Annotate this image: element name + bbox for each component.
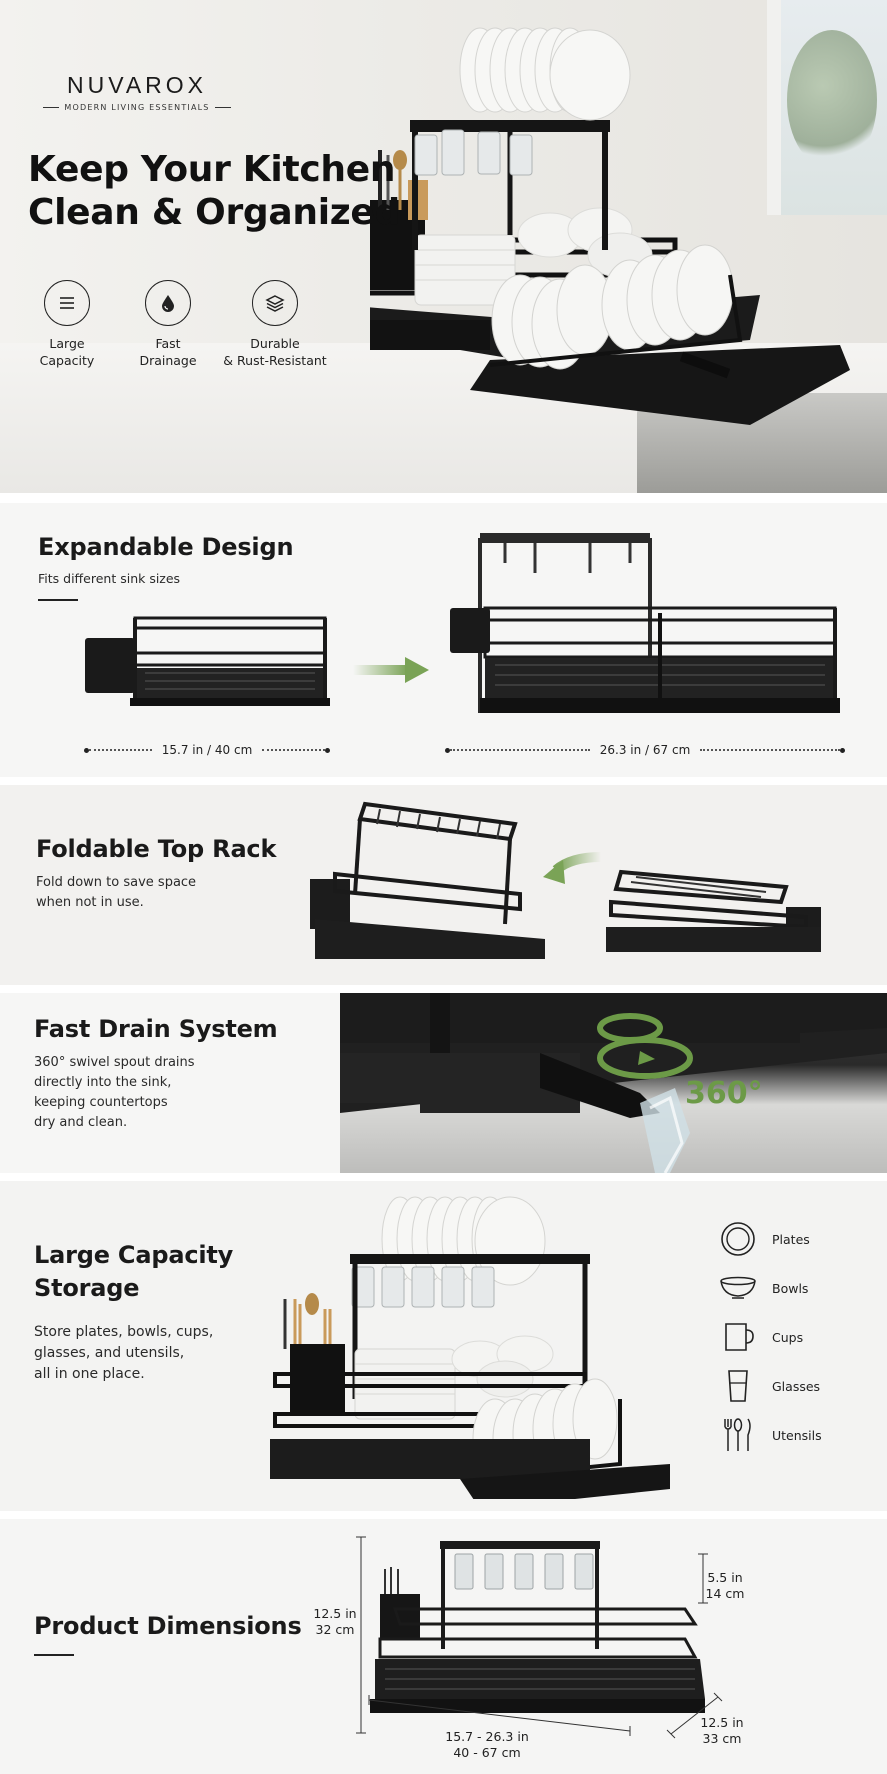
window bbox=[767, 0, 887, 215]
foldable-description-line2: when not in use. bbox=[36, 895, 144, 910]
foldable-section: Foldable Top Rack Fold down to save spac… bbox=[0, 785, 887, 985]
capacity-item-utensils: Utensils bbox=[718, 1416, 822, 1454]
drain-description: 360° swivel spout drains directly into t… bbox=[34, 1053, 195, 1133]
brand-tagline-text: MODERN LIVING ESSENTIALS bbox=[64, 103, 210, 112]
height-in: 12.5 in bbox=[313, 1606, 357, 1621]
width-in: 15.7 - 26.3 in bbox=[445, 1729, 529, 1744]
cup-icon bbox=[718, 1318, 758, 1356]
expanded-width-label: 26.3 in / 67 cm bbox=[599, 743, 691, 757]
drain-description-line1: 360° swivel spout drains bbox=[34, 1055, 195, 1070]
utensils-icon bbox=[718, 1416, 758, 1454]
dimensions-rack-image bbox=[370, 1541, 705, 1713]
hero-title: Keep Your Kitchen Clean & Organized bbox=[28, 148, 408, 234]
compact-width-dimension: 15.7 in / 40 cm bbox=[84, 743, 331, 757]
capacity-title-line1: Large Capacity bbox=[34, 1241, 234, 1269]
drain-spout-image: 360° bbox=[340, 993, 887, 1173]
expandable-title: Expandable Design bbox=[38, 533, 294, 561]
height-cm: 32 cm bbox=[315, 1622, 355, 1637]
dimensions-section: Product Dimensions 12.5 in 32 cm 5.5 in … bbox=[0, 1519, 887, 1774]
capacity-item-label: Cups bbox=[772, 1329, 804, 1345]
glass-icon bbox=[718, 1367, 758, 1405]
expand-arrow-icon bbox=[353, 657, 429, 683]
feature-label-line1: Large bbox=[49, 336, 85, 351]
capacity-title: Large Capacity Storage bbox=[34, 1239, 233, 1305]
top-height-cm: 14 cm bbox=[705, 1586, 745, 1601]
top-height-in: 5.5 in bbox=[707, 1570, 743, 1585]
capacity-item-label: Bowls bbox=[772, 1280, 809, 1296]
expanded-width-dimension: 26.3 in / 67 cm bbox=[445, 743, 846, 757]
drain-description-line4: dry and clean. bbox=[34, 1115, 128, 1130]
foldable-description: Fold down to save space when not in use. bbox=[36, 873, 196, 913]
foldable-title: Foldable Top Rack bbox=[36, 835, 277, 863]
feature-label-line1: Durable bbox=[250, 336, 300, 351]
layers-icon bbox=[252, 280, 298, 326]
capacity-description: Store plates, bowls, cups, glasses, and … bbox=[34, 1322, 213, 1385]
fold-arrow-icon bbox=[543, 852, 601, 884]
feature-label-line2: & Rust-Resistant bbox=[223, 353, 327, 368]
divider bbox=[34, 1654, 74, 1656]
capacity-title-line2: Storage bbox=[34, 1274, 140, 1302]
capacity-item-label: Plates bbox=[772, 1231, 810, 1247]
dimensions-title: Product Dimensions bbox=[34, 1612, 302, 1640]
capacity-description-line2: glasses, and utensils, bbox=[34, 1345, 185, 1361]
divider bbox=[38, 599, 78, 601]
expanded-rack-image bbox=[450, 533, 840, 713]
hero-section: NUVAROX MODERN LIVING ESSENTIALS Keep Yo… bbox=[0, 0, 887, 493]
capacity-item-glasses: Glasses bbox=[718, 1367, 820, 1405]
brand-tagline: MODERN LIVING ESSENTIALS bbox=[32, 103, 242, 112]
top-rack-unfolded-image bbox=[310, 801, 545, 959]
capacity-item-label: Glasses bbox=[772, 1378, 821, 1394]
list-icon bbox=[44, 280, 90, 326]
plate-icon bbox=[718, 1220, 758, 1258]
loaded-rack-image bbox=[270, 1196, 670, 1499]
expandable-subtitle: Fits different sink sizes bbox=[38, 571, 181, 586]
top-rack-height-label: 5.5 in 14 cm bbox=[695, 1570, 755, 1602]
feature-label-line2: Drainage bbox=[139, 353, 197, 368]
capacity-item-bowls: Bowls bbox=[718, 1269, 808, 1307]
capacity-item-cups: Cups bbox=[718, 1318, 803, 1356]
hero-title-line1: Keep Your Kitchen bbox=[28, 149, 396, 190]
drain-section: Fast Drain System 360° swivel spout drai… bbox=[0, 993, 887, 1173]
height-dimension-label: 12.5 in 32 cm bbox=[306, 1606, 364, 1638]
drain-description-line3: keeping countertops bbox=[34, 1095, 168, 1110]
width-cm: 40 - 67 cm bbox=[453, 1745, 521, 1760]
foldable-description-line1: Fold down to save space bbox=[36, 875, 197, 890]
compact-width-label: 15.7 in / 40 cm bbox=[161, 743, 253, 757]
feature-label-line2: Capacity bbox=[39, 353, 95, 368]
capacity-item-label: Utensils bbox=[772, 1427, 822, 1443]
hero-title-line2: Clean & Organized bbox=[28, 192, 400, 233]
drain-spout-photo: 360° bbox=[340, 993, 887, 1173]
drain-title: Fast Drain System bbox=[34, 1015, 278, 1043]
depth-in: 12.5 in bbox=[700, 1715, 744, 1730]
feature-label-line1: Fast bbox=[155, 336, 181, 351]
top-rack-folded-image bbox=[606, 869, 821, 952]
brand-name: NUVAROX bbox=[66, 72, 208, 98]
rotation-label: 360° bbox=[685, 1076, 763, 1111]
water-drop-icon bbox=[145, 280, 191, 326]
drain-description-line2: directly into the sink, bbox=[34, 1075, 172, 1090]
feature-durable: Durable & Rust-Resistant bbox=[220, 280, 330, 369]
brand-logo: NUVAROX MODERN LIVING ESSENTIALS bbox=[32, 72, 242, 112]
capacity-section: Large Capacity Storage Store plates, bow… bbox=[0, 1181, 887, 1511]
expandable-section: Expandable Design Fits different sink si… bbox=[0, 503, 887, 777]
capacity-description-line1: Store plates, bowls, cups, bbox=[34, 1324, 214, 1340]
bowl-icon bbox=[718, 1269, 758, 1307]
dimension-guides bbox=[356, 1536, 723, 1739]
depth-dimension-label: 12.5 in 33 cm bbox=[694, 1715, 750, 1747]
capacity-item-plates: Plates bbox=[718, 1220, 810, 1258]
depth-cm: 33 cm bbox=[702, 1731, 742, 1746]
width-dimension-label: 15.7 - 26.3 in 40 - 67 cm bbox=[422, 1729, 552, 1761]
hero-dish-rack-image bbox=[370, 27, 850, 425]
capacity-description-line3: all in one place. bbox=[34, 1366, 145, 1382]
compact-rack-image bbox=[85, 616, 330, 706]
